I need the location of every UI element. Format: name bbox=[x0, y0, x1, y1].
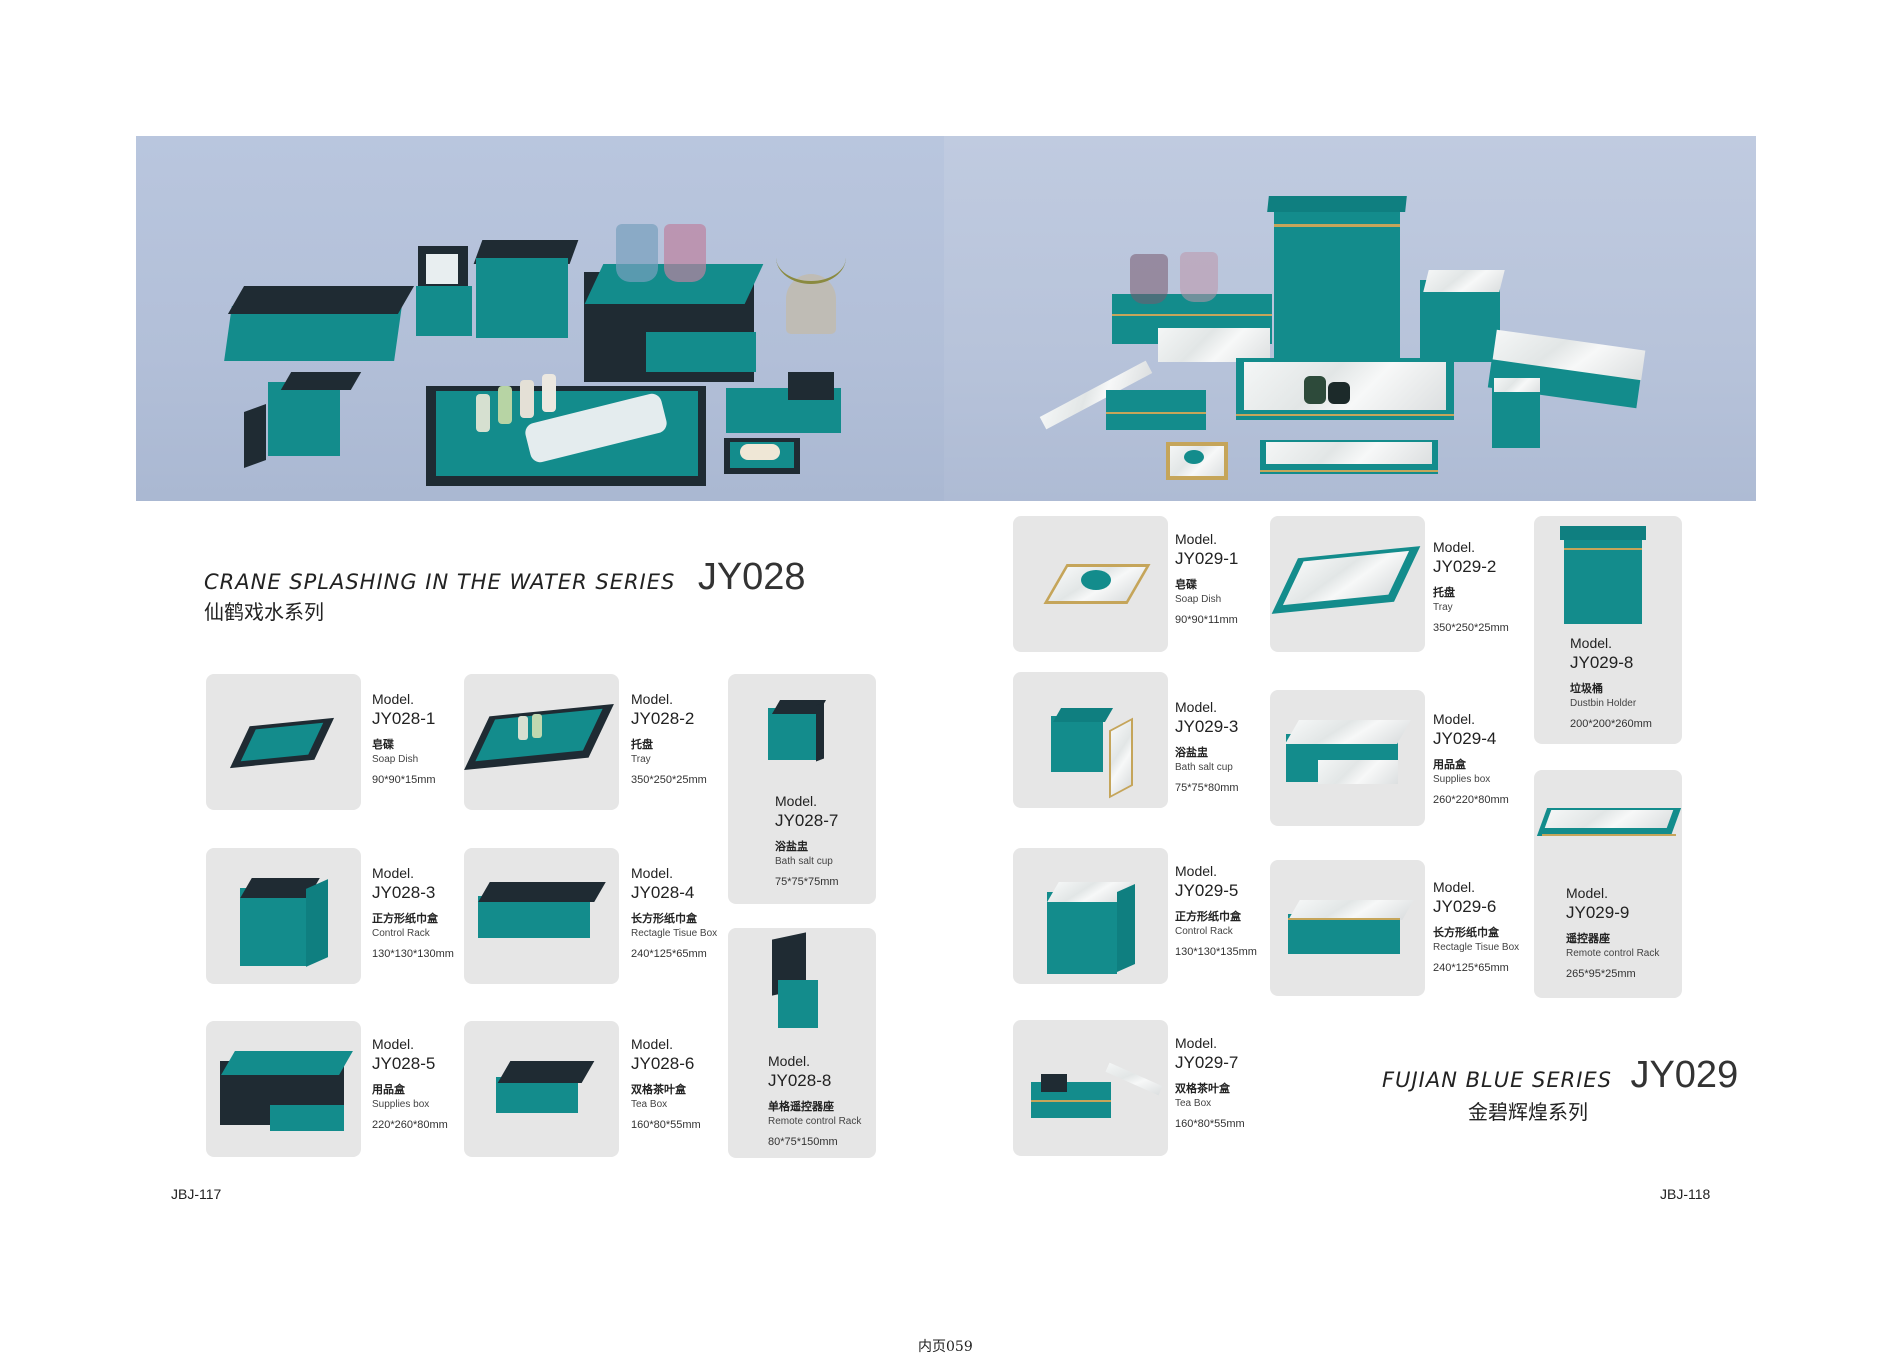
right-series-heading: FUJIAN BLUE SERIES JY029 bbox=[1382, 1054, 1738, 1097]
product-image bbox=[1013, 1020, 1168, 1156]
page-number-left: JBJ-117 bbox=[171, 1186, 222, 1202]
product-info: Model. JY028-7 浴盐盅 Bath salt cup 75*75*7… bbox=[775, 793, 839, 888]
product-info: Model. JY029-8 垃圾桶 Dustbin Holder 200*20… bbox=[1570, 635, 1652, 730]
product-image bbox=[206, 674, 361, 810]
left-series-heading: CRANE SPLASHING IN THE WATER SERIES JY02… bbox=[204, 556, 806, 599]
product-image bbox=[1534, 516, 1682, 744]
product-info: Model. JY029-3 浴盐盅 Bath salt cup 75*75*8… bbox=[1175, 699, 1239, 794]
product-info: Model. JY029-4 用品盒 Supplies box 260*220*… bbox=[1433, 711, 1509, 806]
product-image bbox=[464, 674, 619, 810]
product-image bbox=[1013, 516, 1168, 652]
product-image bbox=[728, 674, 876, 904]
product-info: Model. JY029-9 遥控器座 Remote control Rack … bbox=[1566, 885, 1660, 980]
product-image bbox=[1534, 770, 1682, 998]
product-image bbox=[464, 1021, 619, 1157]
left-series-title-cn: 仙鹤戏水系列 bbox=[204, 600, 324, 624]
product-info: Model. JY029-1 皂碟 Soap Dish 90*90*11mm bbox=[1175, 531, 1239, 626]
product-info: Model. JY028-4 长方形纸巾盒 Rectagle Tisue Box… bbox=[631, 865, 718, 960]
banner-fujian-series-photo bbox=[944, 136, 1756, 501]
product-info: Model. JY028-8 单格遥控器座 Remote control Rac… bbox=[768, 1053, 862, 1148]
product-image bbox=[1270, 860, 1425, 996]
product-info: Model. JY029-7 双格茶叶盒 Tea Box 160*80*55mm bbox=[1175, 1035, 1245, 1130]
banner-crane-series-photo bbox=[136, 136, 944, 501]
product-info: Model. JY029-2 托盘 Tray 350*250*25mm bbox=[1433, 539, 1509, 634]
product-info: Model. JY028-2 托盘 Tray 350*250*25mm bbox=[631, 691, 707, 786]
left-series-code: JY028 bbox=[697, 556, 806, 598]
product-image bbox=[1270, 516, 1425, 652]
product-info: Model. JY028-6 双格茶叶盒 Tea Box 160*80*55mm bbox=[631, 1036, 701, 1131]
hero-banner bbox=[136, 136, 1756, 501]
footer-page-label: 内页059 bbox=[918, 1339, 973, 1355]
product-info: Model. JY029-5 正方形纸巾盒 Control Rack 130*1… bbox=[1175, 863, 1257, 958]
product-info: Model. JY028-3 正方形纸巾盒 Control Rack 130*1… bbox=[372, 865, 454, 960]
product-image bbox=[728, 928, 876, 1158]
product-image bbox=[464, 848, 619, 984]
product-image bbox=[206, 848, 361, 984]
product-image bbox=[1270, 690, 1425, 826]
product-image bbox=[1013, 848, 1168, 984]
right-series-title-cn: 金碧辉煌系列 bbox=[1468, 1100, 1588, 1124]
product-info: Model. JY029-6 长方形纸巾盒 Rectagle Tisue Box… bbox=[1433, 879, 1520, 974]
page-number-right: JBJ-118 bbox=[1660, 1186, 1711, 1202]
product-image bbox=[206, 1021, 361, 1157]
right-series-code: JY029 bbox=[1630, 1054, 1739, 1096]
left-series-title-en: CRANE SPLASHING IN THE WATER SERIES bbox=[204, 570, 676, 594]
product-info: Model. JY028-5 用品盒 Supplies box 220*260*… bbox=[372, 1036, 448, 1131]
product-info: Model. JY028-1 皂碟 Soap Dish 90*90*15mm bbox=[372, 691, 436, 786]
right-series-title-en: FUJIAN BLUE SERIES bbox=[1382, 1068, 1612, 1092]
product-image bbox=[1013, 672, 1168, 808]
